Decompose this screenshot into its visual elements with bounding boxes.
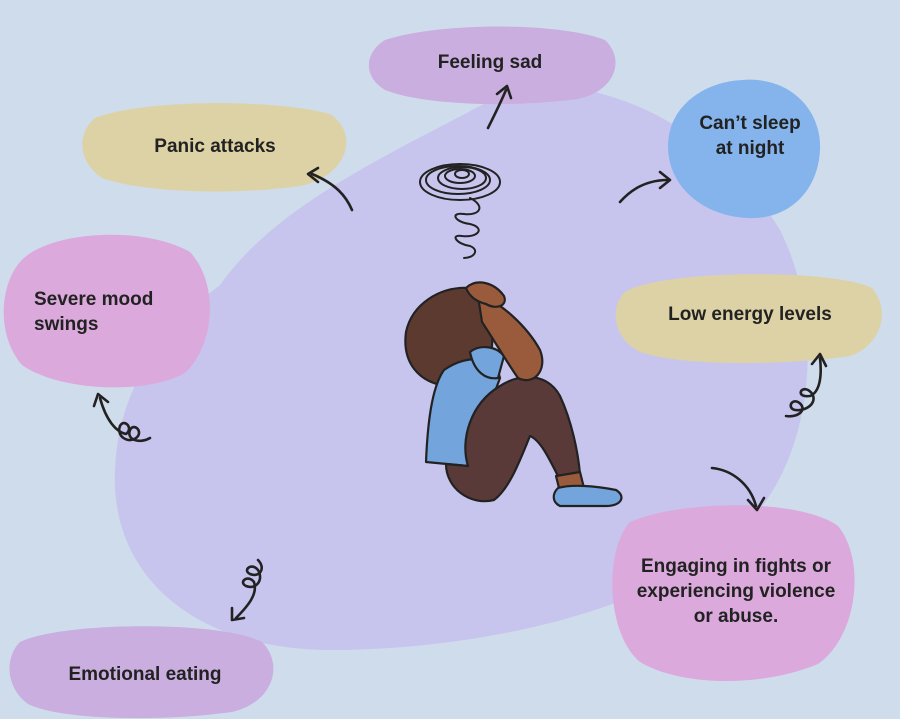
arrow-to-emotional-eating <box>234 558 263 620</box>
emotional-eating-bubble <box>9 626 274 719</box>
mood-swings-bubble <box>3 234 210 388</box>
arrowhead-feeling-sad <box>495 84 513 100</box>
arrowhead-emotional-eating <box>230 606 246 622</box>
arm <box>476 294 544 382</box>
arrow-to-mood-swings <box>98 396 152 443</box>
arrowhead-panic-attacks <box>306 166 320 184</box>
arrowhead-fights <box>746 496 766 512</box>
panic-attacks-bubble <box>82 103 347 192</box>
hand-drawn-arrow-icon <box>92 84 828 622</box>
arrow-to-feeling-sad <box>486 88 508 130</box>
arrow-to-cant-sleep <box>618 178 670 204</box>
distressed-person-icon <box>404 281 623 508</box>
arrow-to-panic-attacks <box>310 172 354 212</box>
arrowhead-cant-sleep <box>658 170 672 190</box>
arrowhead-low-energy <box>810 352 828 368</box>
cant-sleep-bubble <box>668 79 821 219</box>
scribble-cloud-icon <box>419 163 501 259</box>
arrow-to-fights <box>710 466 758 508</box>
low-energy-bubble <box>615 274 882 364</box>
fights-bubble <box>612 505 855 682</box>
sleeve <box>468 346 506 380</box>
hand <box>464 281 506 308</box>
arrow-to-low-energy <box>784 356 822 418</box>
shoe <box>552 484 623 508</box>
arrowhead-mood-swings <box>92 392 110 408</box>
feeling-sad-bubble <box>368 26 616 105</box>
